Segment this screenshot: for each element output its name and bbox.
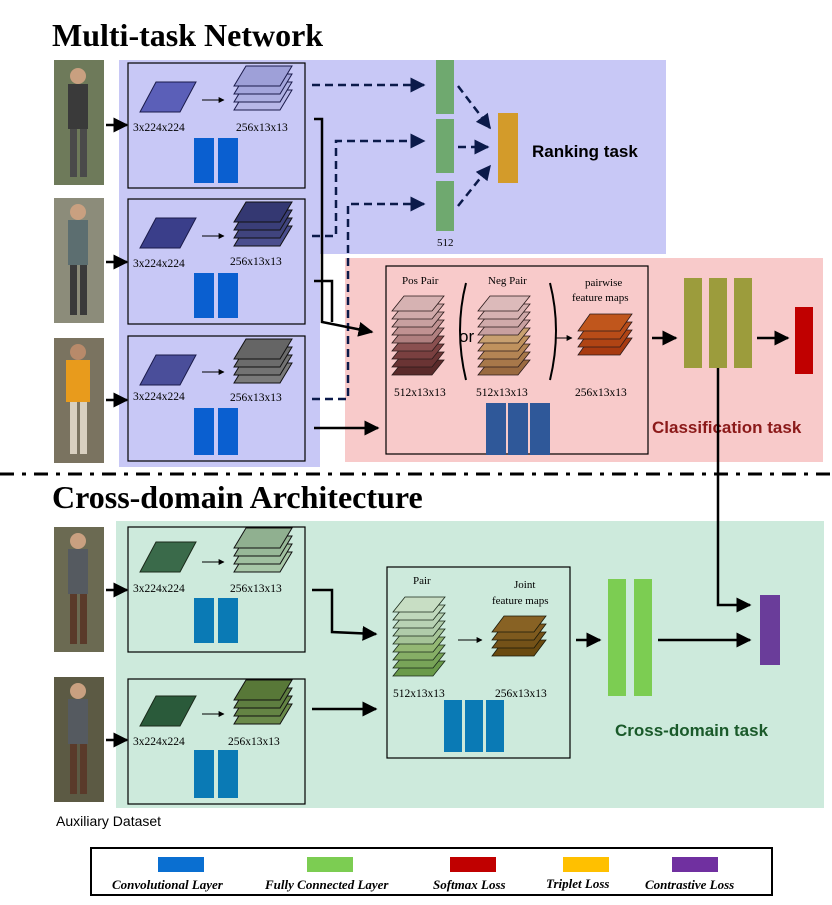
joint-label-1: Joint: [514, 579, 535, 591]
conv-layer-block: [194, 598, 214, 643]
legend-frame: [90, 847, 773, 896]
classification-task-label: Classification task: [652, 418, 802, 437]
multitask-network-title: Multi-task Network: [52, 17, 323, 53]
classification-to-contrastive-arrow: [716, 368, 752, 613]
legend-swatch-softmax: [450, 857, 496, 872]
crossdomain-arrows: [312, 588, 378, 717]
person-image-3: [54, 338, 104, 463]
conv-layer-block: [194, 408, 214, 455]
person-image-1: [54, 60, 104, 185]
person-image-5: [54, 677, 104, 802]
crossdomain-fc-layer: [608, 579, 626, 696]
pairwise-label-1: pairwise: [585, 277, 622, 289]
conv-layer-block: [508, 403, 528, 455]
cross-domain-architecture-title: Cross-domain Architecture: [52, 479, 423, 515]
conv-layer-block: [444, 700, 462, 752]
person-image-2: [54, 198, 104, 323]
person-image-4: [54, 527, 104, 652]
pairwise-label-2: feature maps: [572, 292, 629, 304]
ranking-fc-layer: [436, 60, 454, 114]
conv-layer-block: [486, 403, 506, 455]
legend-swatch-contrastive: [672, 857, 718, 872]
cnn-branch-3: 3x224x224 256x13x13: [127, 335, 306, 462]
crossdomain-task-label: Cross-domain task: [615, 721, 769, 740]
conv-layer-block: [218, 138, 238, 183]
legend-label-conv: Convolutional Layer: [112, 877, 224, 892]
input-dim-5: 3x224x224: [133, 736, 185, 748]
joint-label-2: feature maps: [492, 595, 549, 607]
conv-layer-block: [194, 750, 214, 798]
left-bracket: [459, 282, 467, 381]
input-dim-2: 3x224x224: [133, 258, 185, 270]
pos-pair-dim: 512x13x13: [394, 387, 446, 399]
right-bracket: [549, 282, 557, 381]
conv-layer-block: [218, 750, 238, 798]
classification-fc-layer: [684, 278, 702, 368]
input-dim-3: 3x224x224: [133, 391, 185, 403]
legend-label-contrastive: Contrastive Loss: [645, 877, 734, 892]
classification-arrows: [314, 117, 380, 436]
legend-swatch-triplet: [563, 857, 609, 872]
cnn-branch-1: 3x224x224 256x13x13: [127, 62, 306, 189]
auxiliary-dataset-label: Auxiliary Dataset: [56, 813, 161, 829]
ranking-fc-layer: [436, 181, 454, 231]
legend-swatch-conv: [158, 857, 204, 872]
contrastive-loss: [760, 595, 780, 665]
neg-pair-dim: 512x13x13: [476, 387, 528, 399]
fc-dim-label: 512: [437, 237, 454, 249]
legend-label-softmax: Softmax Loss: [433, 877, 506, 892]
conv-dim-4: 256x13x13: [230, 583, 282, 595]
conv-layer-block: [530, 403, 550, 455]
joint-dim: 256x13x13: [495, 688, 547, 700]
conv-layer-block: [218, 598, 238, 643]
legend: Convolutional Layer Fully Connected Laye…: [90, 847, 773, 896]
legend-label-fc: Fully Connected Layer: [264, 877, 389, 892]
conv-layer-block: [218, 408, 238, 455]
image-to-cnn-arrows: [106, 117, 129, 748]
conv-layer-block: [194, 138, 214, 183]
pairwise-feature-stack: [577, 313, 633, 356]
pair-stack: [392, 596, 446, 677]
pair-dim: 512x13x13: [393, 688, 445, 700]
softmax-loss: [795, 307, 813, 374]
cnn-branch-2: 3x224x224 256x13x13: [127, 198, 306, 325]
ranking-background: [320, 60, 666, 254]
neg-pair-stack: [477, 295, 531, 376]
joint-feature-stack: [491, 615, 547, 657]
or-label: or: [459, 327, 474, 346]
triplet-loss: [498, 113, 518, 183]
ranking-dashed-arrows: [312, 77, 491, 401]
pos-pair-label: Pos Pair: [402, 275, 439, 287]
conv-layer-block: [194, 273, 214, 318]
crossdomain-pair-box: Pair Joint feature maps 512x13x13 256x13…: [386, 566, 571, 759]
legend-swatch-fc: [307, 857, 353, 872]
crossdomain-fc-layer: [634, 579, 652, 696]
input-dim-1: 3x224x224: [133, 122, 185, 134]
neg-pair-label: Neg Pair: [488, 275, 527, 287]
cnn-branch-4: 3x224x224 256x13x13: [127, 526, 306, 653]
ranking-task-label: Ranking task: [532, 142, 638, 161]
conv-layer-block: [465, 700, 483, 752]
classification-fc-layer: [734, 278, 752, 368]
conv-dim-5: 256x13x13: [228, 736, 280, 748]
conv-layer-block: [486, 700, 504, 752]
classification-pair-box: Pos Pair Neg Pair pairwise feature maps …: [385, 265, 649, 455]
legend-label-triplet: Triplet Loss: [546, 876, 609, 891]
pos-pair-stack: [391, 295, 445, 376]
classification-fc-layer: [709, 278, 727, 368]
conv-dim-2: 256x13x13: [230, 256, 282, 268]
pair-label: Pair: [413, 575, 431, 587]
pairwise-dim: 256x13x13: [575, 387, 627, 399]
conv-dim-3: 256x13x13: [230, 392, 282, 404]
conv-dim-1: 256x13x13: [236, 122, 288, 134]
conv-layer-block: [218, 273, 238, 318]
ranking-fc-layer: [436, 119, 454, 173]
cnn-branch-5: 3x224x224 256x13x13: [127, 678, 306, 805]
input-dim-4: 3x224x224: [133, 583, 185, 595]
